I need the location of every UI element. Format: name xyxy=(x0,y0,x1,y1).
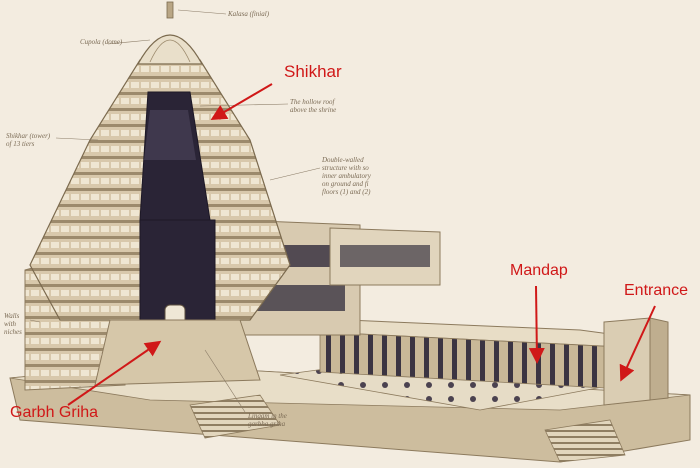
note-line: garbha griha xyxy=(248,420,286,428)
sanctum-interior xyxy=(139,219,216,321)
label-garbh-griha: Garbh Griha xyxy=(10,404,99,421)
note-shikhar-tower: Shikhar (tower) of 13 tiers xyxy=(6,132,50,148)
cupola-dome xyxy=(136,34,204,65)
arrow-shikhar xyxy=(210,83,273,121)
note-line: Walls xyxy=(4,312,20,320)
note-line: of 13 tiers xyxy=(6,140,35,148)
kalasa xyxy=(166,1,174,19)
label-shikhar: Shikhar xyxy=(284,62,342,81)
note-walls: Walls with niches xyxy=(4,312,22,336)
note-line: The hollow roof xyxy=(290,98,335,106)
arrow-garbh-griha xyxy=(67,340,162,406)
note-kalasa: Kalasa (finial) xyxy=(228,10,270,18)
note-hollow-roof: The hollow roof above the shrine xyxy=(290,98,336,114)
note-line: Shikhar (tower) xyxy=(6,132,51,140)
note-line: above the shrine xyxy=(290,106,337,114)
arrow-entrance xyxy=(619,305,656,382)
note-line: inner ambulatory xyxy=(322,172,371,180)
left-stairs xyxy=(189,394,281,439)
note-line: Lingam in the xyxy=(248,412,287,420)
note-line: floors (1) and (2) xyxy=(322,188,371,196)
note-lingam: Lingam in the garbha griha xyxy=(248,412,287,428)
note-line: on ground and fi xyxy=(322,180,369,188)
note-line: niches xyxy=(4,328,22,336)
sanctum-platform xyxy=(94,319,261,386)
label-mandap: Mandap xyxy=(510,262,568,279)
note-cupola: Cupola (dome) xyxy=(80,38,123,46)
arrow-mandap xyxy=(528,285,545,364)
right-stairs xyxy=(544,419,626,463)
label-entrance: Entrance xyxy=(624,282,689,299)
note-line: Double-walled xyxy=(322,156,364,164)
note-double-walled: Double-walled structure with so inner am… xyxy=(322,156,371,196)
entrance-side xyxy=(649,317,669,401)
note-line: with xyxy=(4,320,17,328)
note-line: structure with so xyxy=(322,164,369,172)
